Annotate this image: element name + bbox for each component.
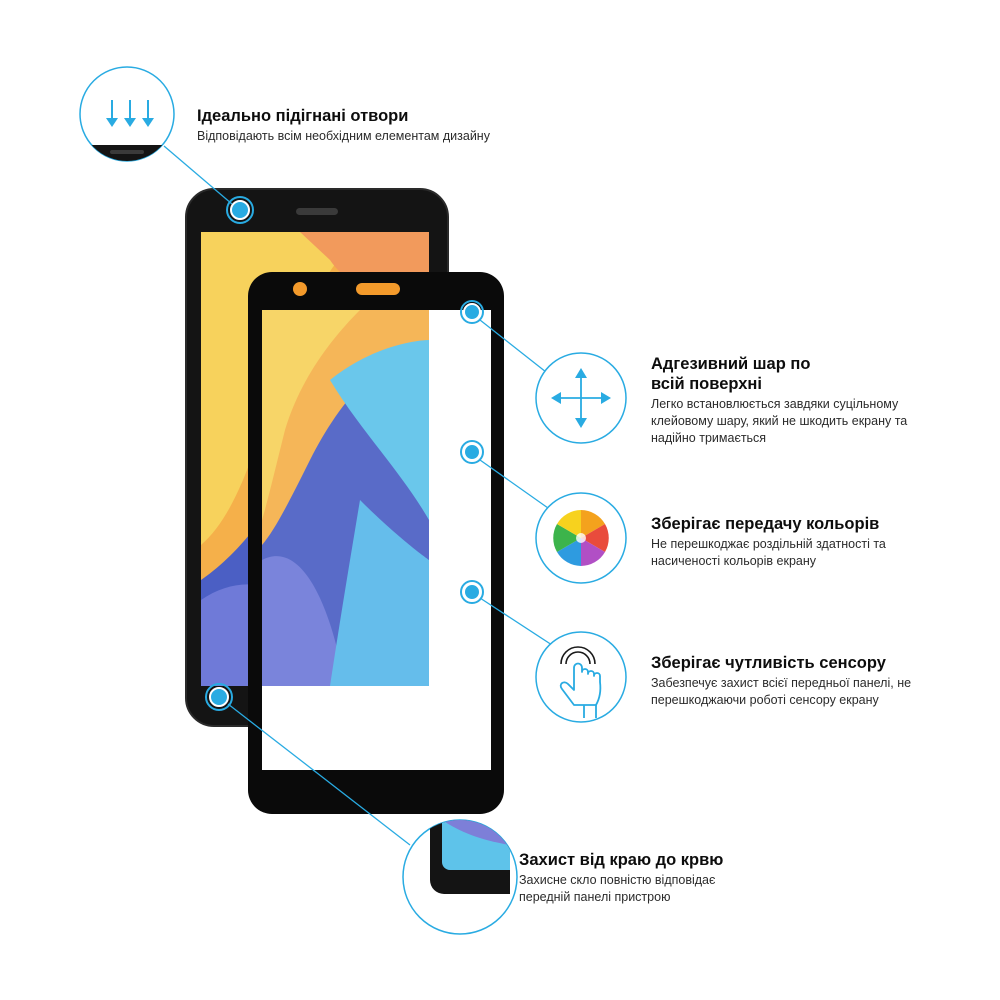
color-wheel-icon bbox=[535, 492, 627, 584]
move-arrows-icon bbox=[535, 352, 627, 444]
feature-edge: Захист від краю до крвю Захисне скло пов… bbox=[519, 850, 779, 906]
feature-colors-description: Не перешкоджає роздільній здатності та н… bbox=[651, 537, 886, 568]
feature-holes-description: Відповідають всім необхідним елементам д… bbox=[197, 129, 490, 143]
feature-touch-title: Зберігає чутливість сенсору bbox=[651, 654, 886, 672]
feature-colors-title: Зберігає передачу кольорів bbox=[651, 515, 880, 533]
feature-adhesive-title: Адгезивний шар по всій поверхні bbox=[651, 355, 811, 393]
callout-lines bbox=[163, 145, 553, 846]
phone-speaker bbox=[296, 208, 338, 215]
feature-colors: Зберігає передачу кольорів Не перешкоджа… bbox=[651, 514, 941, 570]
edge-corner-icon bbox=[402, 819, 518, 935]
feature-touch: Зберігає чутливість сенсору Забезпечує з… bbox=[651, 653, 941, 709]
feature-touch-description: Забезпечує захист всієї передньої панелі… bbox=[651, 676, 912, 707]
feature-holes: Ідеально підігнані отвори Відповідають в… bbox=[197, 106, 557, 145]
callout-markers bbox=[205, 300, 484, 711]
arrows-down-icon bbox=[79, 66, 175, 162]
feature-adhesive: Адгезивний шар по всій поверхні Легко вс… bbox=[651, 354, 936, 447]
feature-adhesive-description: Легко встановлюється завдяки суцільному … bbox=[651, 397, 908, 445]
protective-glass bbox=[248, 272, 504, 814]
feature-edge-description: Захисне скло повністю відповідає передні… bbox=[519, 873, 716, 904]
phone-camera-marker bbox=[230, 200, 250, 220]
feature-holes-title: Ідеально підігнані отвори bbox=[197, 107, 409, 125]
glass-speaker-hole bbox=[356, 283, 400, 295]
touch-hand-icon bbox=[535, 631, 627, 723]
feature-edge-title: Захист від краю до крвю bbox=[519, 851, 724, 869]
glass-camera-hole bbox=[293, 282, 307, 296]
